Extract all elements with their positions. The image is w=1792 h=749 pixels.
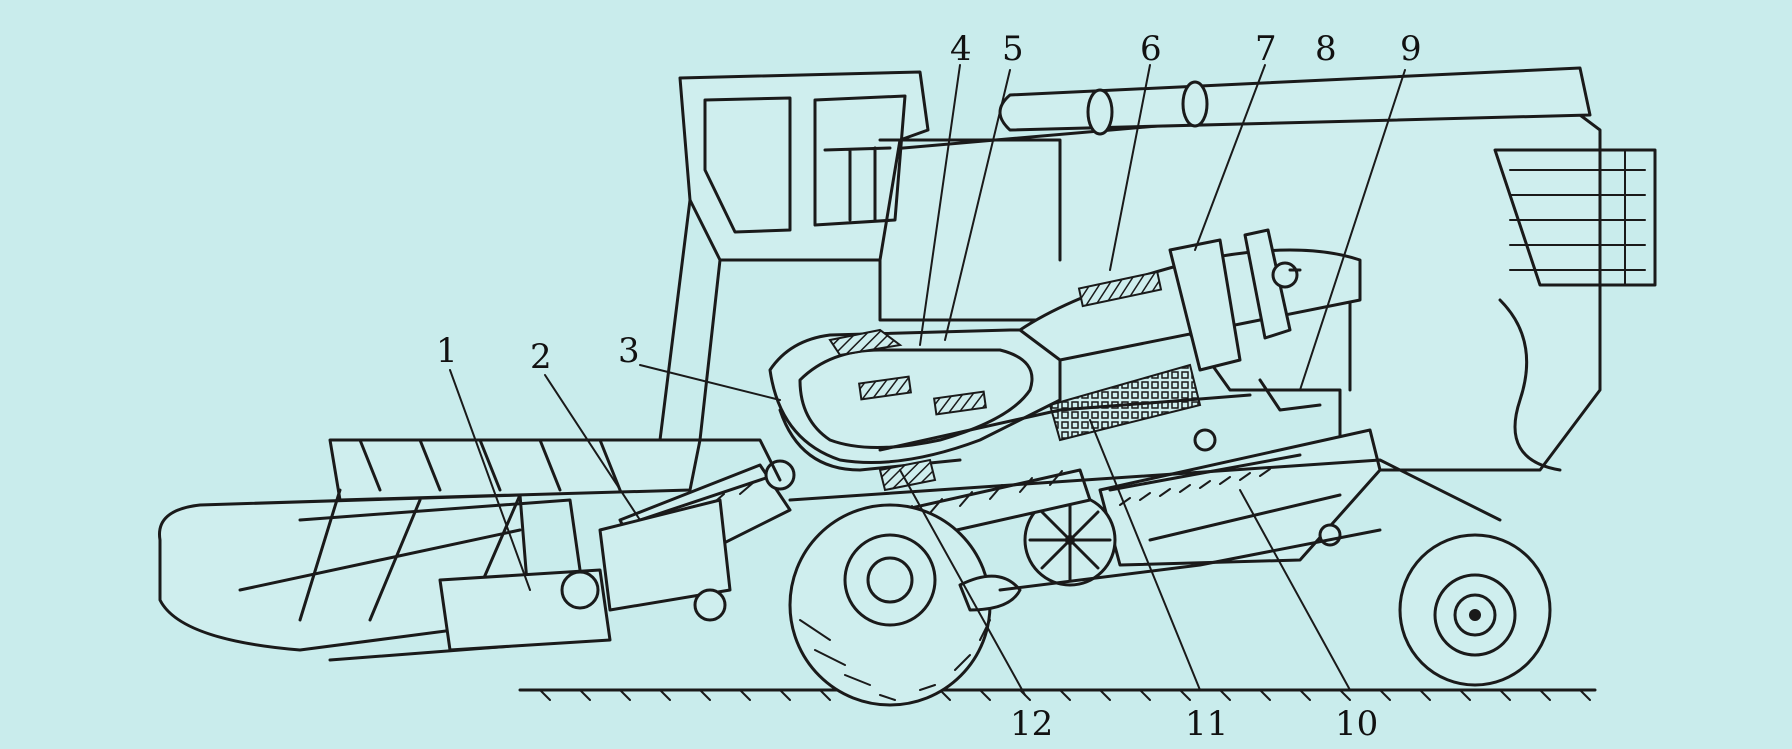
callout-5: 5 xyxy=(1002,29,1024,69)
callout-3: 3 xyxy=(618,331,640,371)
rear-wheel xyxy=(1398,533,1552,687)
callout-4: 4 xyxy=(950,29,972,69)
callout-12: 12 xyxy=(1010,704,1053,744)
header xyxy=(158,438,732,662)
callout-8: 8 xyxy=(1315,29,1337,69)
front-wheel xyxy=(788,503,1022,707)
threshing-drum xyxy=(768,328,1062,472)
cleaning-sieve xyxy=(878,363,1252,452)
callout-11: 11 xyxy=(1185,704,1228,744)
callout-2: 2 xyxy=(530,337,552,377)
callout-1: 1 xyxy=(436,331,458,371)
straw-walker xyxy=(1018,228,1362,372)
ground xyxy=(518,688,1597,701)
callout-7: 7 xyxy=(1255,29,1277,69)
callout-10: 10 xyxy=(1335,704,1378,744)
callout-6: 6 xyxy=(1140,29,1162,69)
chassis xyxy=(698,378,1502,592)
operator-cab xyxy=(658,70,1062,442)
callout-9: 9 xyxy=(1400,29,1422,69)
cleaning-shoe xyxy=(1098,428,1382,567)
unloading-auger xyxy=(998,66,1592,136)
leader-lines xyxy=(449,64,1406,696)
